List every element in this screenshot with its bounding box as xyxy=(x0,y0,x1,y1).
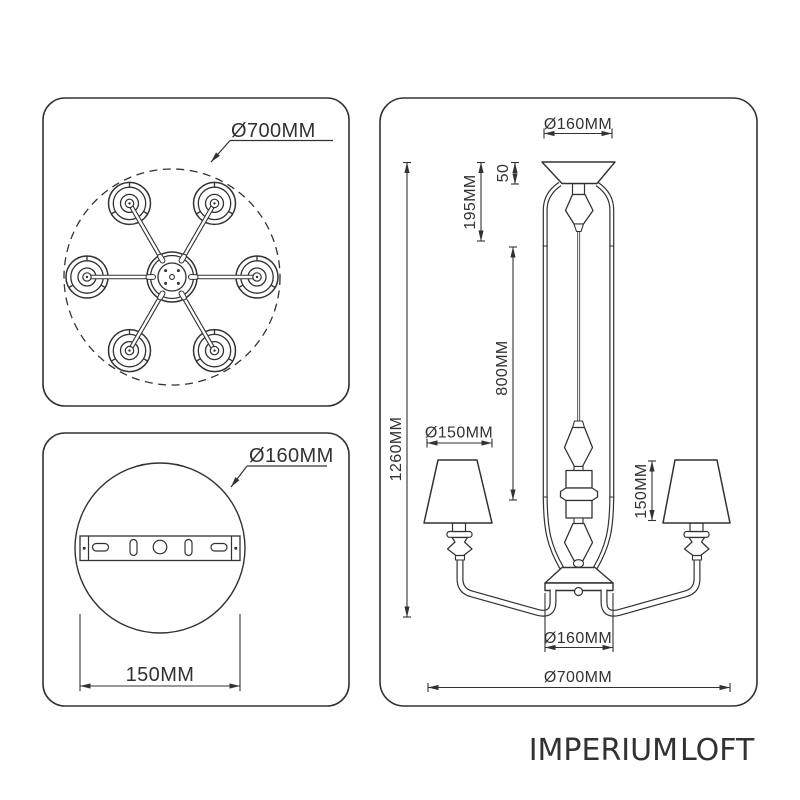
plan-shade-center xyxy=(82,272,92,282)
base-diameter-label: Ø160MM xyxy=(544,630,612,647)
mount-bracket xyxy=(79,535,241,562)
shade-diameter-label: Ø150MM xyxy=(425,425,493,442)
plan-hub xyxy=(146,251,198,303)
mount-width-label: 150MM xyxy=(126,664,195,686)
canopy-height-label: 50 xyxy=(495,164,512,183)
bracket-end-hole xyxy=(234,546,238,550)
body-hub xyxy=(544,566,614,597)
fixture-width-label: Ø700MM xyxy=(544,669,612,686)
side-view-drawing: Ø160MM 50 195MM 800MM 1260MM Ø150MM 150M… xyxy=(388,116,731,692)
total-height-label: 1260MM xyxy=(388,417,405,482)
bracket-end-hole xyxy=(82,546,86,550)
overall-diameter-dashed-circle xyxy=(63,168,281,386)
mount-diameter-label: Ø160MM xyxy=(249,445,334,467)
top-view-panel-frame xyxy=(42,97,350,407)
ceiling-canopy xyxy=(541,161,616,233)
plan-diameter-label: Ø700MM xyxy=(231,120,316,142)
top-view-drawing: Ø700MM xyxy=(63,120,333,386)
mount-diameter-callout: Ø160MM xyxy=(230,445,334,488)
left-shade xyxy=(423,459,493,524)
suspension-top-label: 195MM xyxy=(462,174,479,229)
brand-logo-accent: LOFT xyxy=(680,733,755,768)
mount-plate-drawing: Ø160MM 150MM xyxy=(74,445,334,691)
center-ornament xyxy=(559,420,599,568)
suspension-rods xyxy=(542,181,615,570)
canopy-diameter-label: Ø160MM xyxy=(544,116,612,133)
plan-shade-center xyxy=(124,345,135,356)
mount-width-dimension xyxy=(79,614,241,691)
shade-height-label: 150MM xyxy=(633,463,650,518)
lower-arms xyxy=(456,560,701,617)
plan-shade-center xyxy=(252,272,262,282)
rod-length-label: 800MM xyxy=(494,340,511,395)
brand-logo-primary: IMPERIUM xyxy=(529,733,678,768)
plan-arm-lug xyxy=(188,274,199,280)
right-shade xyxy=(662,459,731,524)
plan-shade-center xyxy=(209,345,220,356)
bracket-slot-horizontal xyxy=(91,542,110,552)
plan-shade-center xyxy=(209,198,220,209)
left-candle xyxy=(423,459,493,561)
bracket-slot-vertical xyxy=(184,538,193,557)
brand-logo: IMPERIUM LOFT xyxy=(529,733,755,768)
bracket-slot-vertical xyxy=(129,538,138,557)
right-candle xyxy=(662,459,731,561)
plan-shade-center xyxy=(124,198,135,209)
bracket-slot-horizontal xyxy=(210,542,228,552)
plan-diameter-callout: Ø700MM xyxy=(210,120,333,163)
side-dimensions xyxy=(403,128,731,692)
side-view-panel-frame xyxy=(379,97,758,707)
bracket-center-hole xyxy=(152,539,168,555)
plan-arm-lug xyxy=(145,274,156,280)
